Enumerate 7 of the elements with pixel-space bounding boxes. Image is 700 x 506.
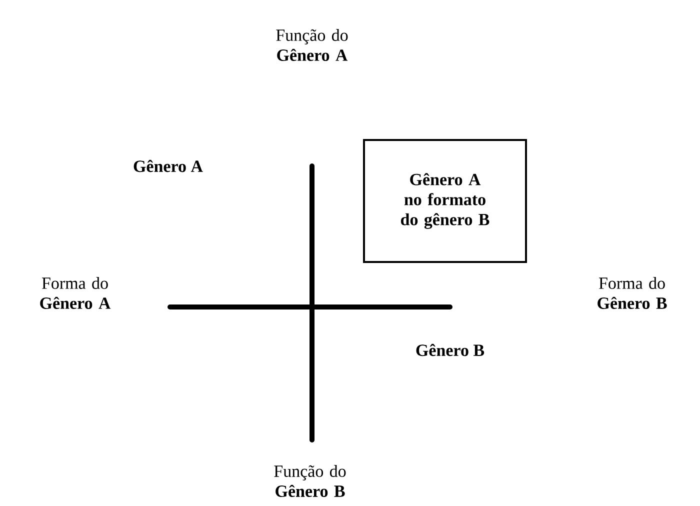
axis-label: Função do Gênero A (276, 29, 348, 61)
axis-label: Forma do Gênero B (598, 277, 667, 309)
axis-label: Função do Gênero B (274, 465, 346, 497)
axis-label: Forma do Gênero A (40, 277, 111, 309)
axis-label: Gênero B (416, 344, 484, 356)
axis-label: Gênero A (134, 160, 203, 172)
text-box: Gênero A no formato do gênero B (363, 139, 527, 263)
